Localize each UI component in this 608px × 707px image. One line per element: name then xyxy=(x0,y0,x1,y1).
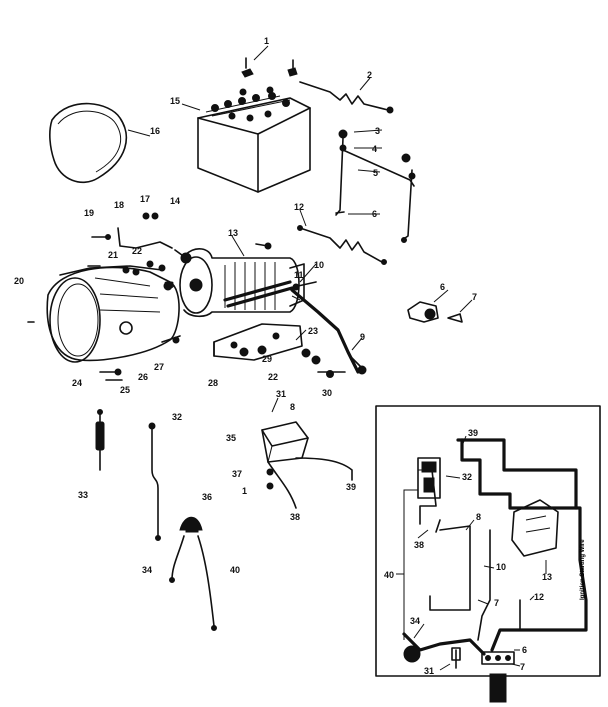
callout-7-right: 7 xyxy=(472,292,477,302)
callout-6-right: 6 xyxy=(440,282,445,292)
linkage-rods xyxy=(335,129,416,243)
inset-callout-34: 34 xyxy=(410,616,420,626)
callout-40: 40 xyxy=(230,565,240,575)
callout-19: 19 xyxy=(84,208,94,218)
fan-belt xyxy=(49,102,128,184)
callout-28: 28 xyxy=(208,378,218,388)
inset-callout-8: 8 xyxy=(476,512,481,522)
callout-29: 29 xyxy=(262,354,272,364)
callout-8: 8 xyxy=(290,402,295,412)
callout-2: 2 xyxy=(367,70,372,80)
mounting-bracket xyxy=(213,323,321,365)
callout-22-top: 22 xyxy=(132,246,142,256)
callout-1-mid: 1 xyxy=(242,486,247,496)
inset-callouts: 39 32 38 8 10 13 40 7 12 34 31 6 7 xyxy=(384,428,552,676)
callout-31: 31 xyxy=(276,389,286,399)
horn-assembly xyxy=(169,516,217,631)
wire-32 xyxy=(151,423,159,537)
inset-callout-31: 31 xyxy=(424,666,434,676)
inset-callout-13: 13 xyxy=(542,572,552,582)
callout-39: 39 xyxy=(346,482,356,492)
callout-4: 4 xyxy=(372,144,377,154)
callout-21: 21 xyxy=(108,250,118,260)
callout-10: 10 xyxy=(314,260,324,270)
callout-9: 9 xyxy=(360,332,365,342)
callout-11: 11 xyxy=(294,270,304,280)
inset-side-text: Ignition Starting Wire xyxy=(580,539,586,600)
callout-12: 12 xyxy=(294,202,304,212)
callout-22-bottom: 22 xyxy=(268,372,278,382)
callout-32: 32 xyxy=(172,412,182,422)
callout-3: 3 xyxy=(375,126,380,136)
battery xyxy=(197,86,311,193)
callout-15: 15 xyxy=(170,96,180,106)
callout-17: 17 xyxy=(140,194,150,204)
callout-18: 18 xyxy=(114,200,124,210)
inset-callout-38: 38 xyxy=(414,540,424,550)
callout-16: 16 xyxy=(150,126,160,136)
callout-30: 30 xyxy=(322,388,332,398)
callout-35: 35 xyxy=(226,433,236,443)
callout-24: 24 xyxy=(72,378,82,388)
callout-1-top: 1 xyxy=(264,36,269,46)
callout-33: 33 xyxy=(78,490,88,500)
callout-14: 14 xyxy=(170,196,180,206)
leader-lines xyxy=(127,45,473,413)
callout-6-rod: 6 xyxy=(372,209,377,219)
starter-generator xyxy=(174,242,305,318)
callout-36: 36 xyxy=(202,492,212,502)
callouts: 1 2 3 4 5 6 15 16 17 14 18 19 12 13 10 1… xyxy=(14,36,477,575)
callout-37: 37 xyxy=(232,469,242,479)
callout-38: 38 xyxy=(290,512,300,522)
coil-33 xyxy=(95,409,105,471)
callout-23-right: 23 xyxy=(308,326,318,336)
callout-34: 34 xyxy=(142,565,152,575)
inset-callout-7b: 7 xyxy=(520,662,525,672)
callout-27: 27 xyxy=(154,362,164,372)
wiring-inset: Ignition Starting Wire xyxy=(375,405,601,703)
callout-23-left: 23 xyxy=(164,280,174,290)
inset-callout-6: 6 xyxy=(522,645,527,655)
regulator-38 xyxy=(261,421,353,509)
small-parts-right xyxy=(407,301,463,323)
inset-callout-32: 32 xyxy=(462,472,472,482)
inset-callout-12: 12 xyxy=(534,592,544,602)
small-hardware-left xyxy=(27,212,181,381)
callout-5: 5 xyxy=(373,168,378,178)
wire-12 xyxy=(299,227,383,263)
inset-callout-10: 10 xyxy=(496,562,506,572)
pulley-cover xyxy=(46,265,180,363)
starter-cable xyxy=(290,288,360,374)
inset-callout-39: 39 xyxy=(468,428,478,438)
cable-2 xyxy=(299,81,389,111)
terminal-nuts-top xyxy=(241,57,298,78)
callout-25: 25 xyxy=(120,385,130,395)
callout-13: 13 xyxy=(228,228,238,238)
inset-callout-7: 7 xyxy=(494,598,499,608)
callout-20-left: 20 xyxy=(14,276,24,286)
inset-callout-40: 40 xyxy=(384,570,394,580)
callout-26: 26 xyxy=(138,372,148,382)
